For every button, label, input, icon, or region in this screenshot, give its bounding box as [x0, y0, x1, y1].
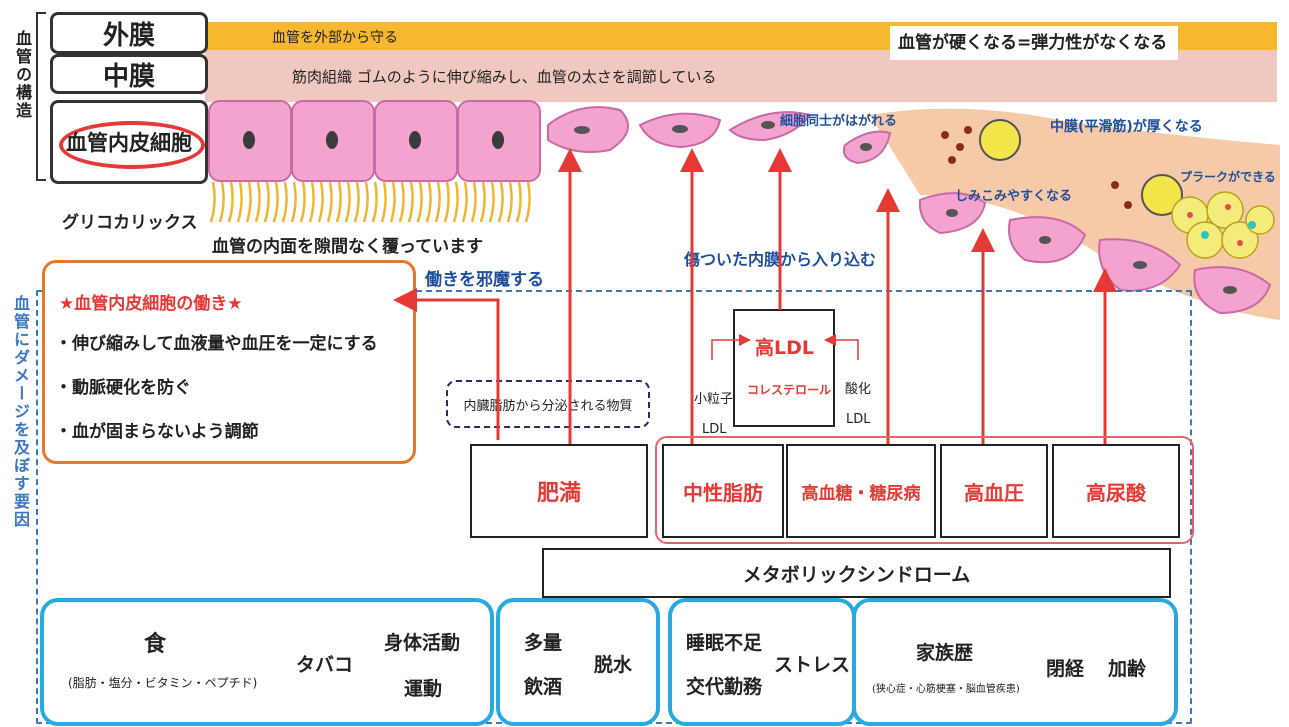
- layer-inner-label: 血管内皮細胞: [66, 131, 192, 155]
- oxidized-label: 酸化: [845, 382, 872, 397]
- factor-group-lifestyle: 食 (脂肪・塩分・ビタミン・ペプチド) タバコ 身体活動 運動: [40, 598, 494, 726]
- factor-family-detail: (狭心症・心筋梗塞・脳血管疾患): [872, 684, 1020, 695]
- condition-hypertension: 高血圧: [940, 444, 1048, 538]
- condition-obesity: 肥満: [470, 444, 648, 538]
- role-item: ・血が固まらないよう調節: [55, 422, 259, 442]
- visceral-fat-substance: 内臓脂肪から分泌される物質: [446, 380, 650, 428]
- vessel-structure-label: 血管の構造: [13, 30, 32, 120]
- factor-drinking: 飲酒: [524, 676, 563, 698]
- layer-middle: 中膜: [50, 54, 208, 94]
- outer-band-desc: 血管を外部から守る: [272, 30, 398, 46]
- structure-bracket: [36, 12, 46, 181]
- factor-stress: ストレス: [774, 654, 851, 676]
- factor-group-heredity: 家族歴 (狭心症・心筋梗塞・脳血管疾患) 閉経 加齢: [852, 598, 1178, 726]
- factor-food-detail: (脂肪・塩分・ビタミン・ペプチド): [68, 676, 258, 690]
- macrophage-icon: [1141, 174, 1183, 216]
- macrophage-icon: [979, 119, 1021, 161]
- layer-inner: 血管内皮細胞: [50, 100, 208, 184]
- small-particle-label: 小粒子: [694, 392, 734, 407]
- factor-shift-work: 交代勤務: [686, 676, 763, 698]
- factor-group-sleep: 睡眠不足 交代勤務 ストレス: [668, 598, 856, 726]
- stiffening-note: 血管が硬くなる=弾力性がなくなる: [890, 26, 1178, 60]
- damaged-vessel-illustration: [547, 106, 1280, 320]
- factor-activity: 身体活動: [384, 632, 461, 654]
- plaque-cluster: [1171, 191, 1275, 259]
- role-item: ・伸び縮みして血液量や血圧を一定にする: [55, 334, 378, 354]
- factor-sleep-deprivation: 睡眠不足: [686, 632, 763, 654]
- middle-band-desc: 筋肉組織 ゴムのように伸び縮みし、血管の太さを調節している: [292, 68, 717, 86]
- factor-tobacco: タバコ: [296, 654, 354, 676]
- factor-dehydration: 脱水: [594, 654, 633, 676]
- factor-group-alcohol: 多量 飲酒 脱水: [496, 598, 660, 726]
- cells-separate-note: 細胞同士がはがれる: [780, 114, 898, 129]
- glycocalyx-desc: 血管の内面を隙間なく覆っています: [212, 237, 484, 257]
- layer-outer: 外膜: [50, 12, 208, 54]
- oxidized-ldl-label: LDL: [846, 412, 871, 427]
- endothelial-cell: [291, 100, 375, 182]
- endothelial-cell: [374, 100, 458, 182]
- condition-triglyceride: 中性脂肪: [662, 444, 784, 538]
- factor-family-history: 家族歴: [916, 642, 974, 664]
- high-ldl-title: 高LDL: [755, 337, 814, 359]
- endothelium-role-box: ★血管内皮細胞の働き★ ・伸び縮みして血液量や血圧を一定にする ・動脈硬化を防ぐ…: [42, 260, 416, 464]
- factor-menopause: 閉経: [1046, 658, 1085, 680]
- factor-aging: 加齢: [1108, 658, 1147, 680]
- high-ldl-box: 高LDL コレステロール: [733, 309, 835, 427]
- interfere-note: 働きを邪魔する: [425, 270, 544, 290]
- damage-factors-label: 血管にダメージを及ぼす要因: [11, 295, 30, 529]
- arrow-obesity-to-role: [393, 288, 500, 440]
- factor-heavy: 多量: [524, 632, 563, 654]
- role-title: ★血管内皮細胞の働き★: [59, 294, 243, 314]
- small-ldl-label: LDL: [702, 422, 727, 437]
- factor-exercise: 運動: [404, 678, 443, 700]
- factor-food: 食: [144, 632, 167, 657]
- high-ldl-sub: コレステロール: [747, 383, 832, 397]
- glycocalyx-label: グリコカリックス: [62, 213, 198, 233]
- metabolic-syndrome-box: メタボリックシンドローム: [542, 548, 1171, 598]
- conditions-group-border: [655, 436, 1194, 544]
- glycocalyx-fringe: [209, 181, 531, 223]
- condition-uric-acid: 高尿酸: [1052, 444, 1180, 538]
- plaque-note: プラークができる: [1180, 170, 1276, 184]
- inner-highlight-ellipse: [59, 121, 205, 169]
- endothelial-cell: [208, 100, 292, 182]
- endothelial-cell: [457, 100, 541, 182]
- condition-diabetes: 高血糖・糖尿病: [786, 444, 936, 538]
- media-thicken-note: 中膜(平滑筋)が厚くなる: [1050, 119, 1203, 135]
- seep-in-note: しみこみやすくなる: [955, 189, 1073, 204]
- role-item: ・動脈硬化を防ぐ: [55, 378, 191, 398]
